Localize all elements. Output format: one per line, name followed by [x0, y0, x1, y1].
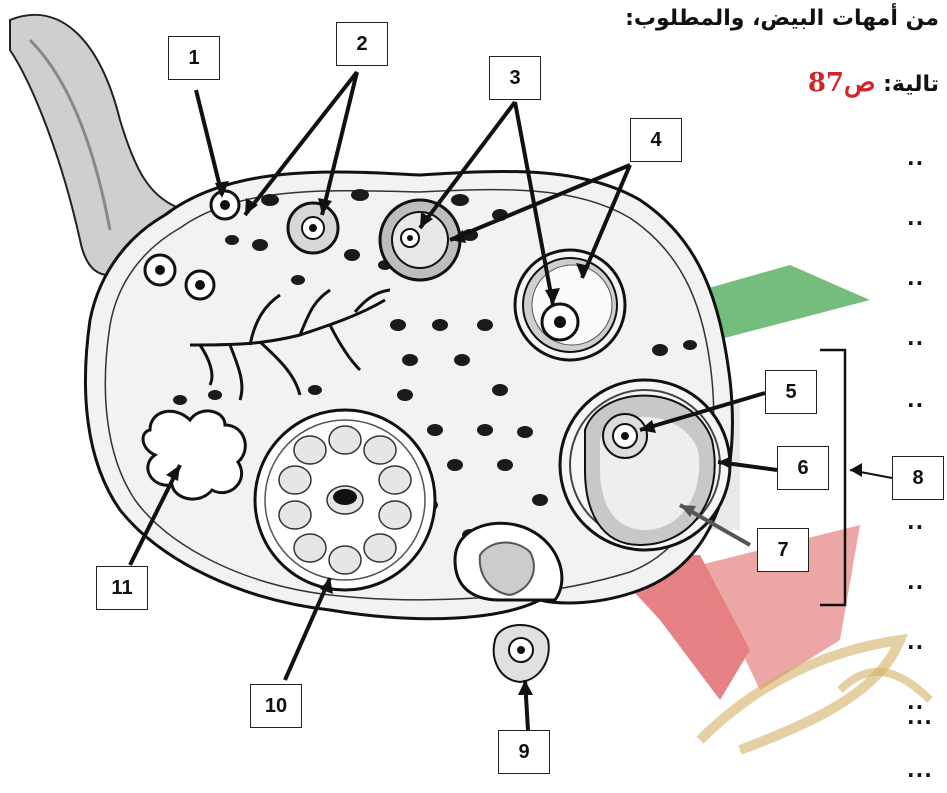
label-box-5: 5 [765, 370, 817, 414]
answer-dots-2: .. [907, 206, 947, 230]
label-box-3: 3 [489, 56, 541, 100]
released-egg [494, 625, 549, 682]
answer-dots-3: .. [907, 266, 947, 290]
answer-dots-1: .. [907, 146, 947, 170]
tertiary-follicle [515, 250, 625, 360]
answer-dots-4: .. [907, 326, 947, 350]
answer-dots-10: ... [907, 705, 947, 729]
label-box-11: 11 [96, 566, 148, 610]
answer-dots-7: .. [907, 570, 947, 594]
label-box-2: 2 [336, 22, 388, 66]
instruction-line-2-text: تالية: [875, 72, 939, 97]
label-box-1: 1 [168, 36, 220, 80]
label-box-8: 8 [892, 456, 944, 500]
label-box-9: 9 [498, 730, 550, 774]
corpus-luteum [255, 410, 435, 590]
page-reference: ص87 [808, 68, 876, 98]
label-box-6: 6 [777, 446, 829, 490]
growing-follicle [380, 200, 460, 280]
graafian-follicle [560, 380, 730, 550]
secondary-follicle [288, 203, 338, 253]
label-box-10: 10 [250, 684, 302, 728]
answer-dots-6: .. [907, 510, 947, 534]
label-box-4: 4 [630, 118, 682, 162]
instruction-line-1: من أمهات البيض، والمطلوب: [625, 6, 939, 31]
answer-dots-8: .. [907, 630, 947, 654]
instruction-line-2: تالية: ص87 [808, 68, 939, 98]
label-box-7: 7 [757, 528, 809, 572]
answer-dots-11: ... [907, 758, 947, 782]
answer-dots-5: .. [907, 388, 947, 412]
